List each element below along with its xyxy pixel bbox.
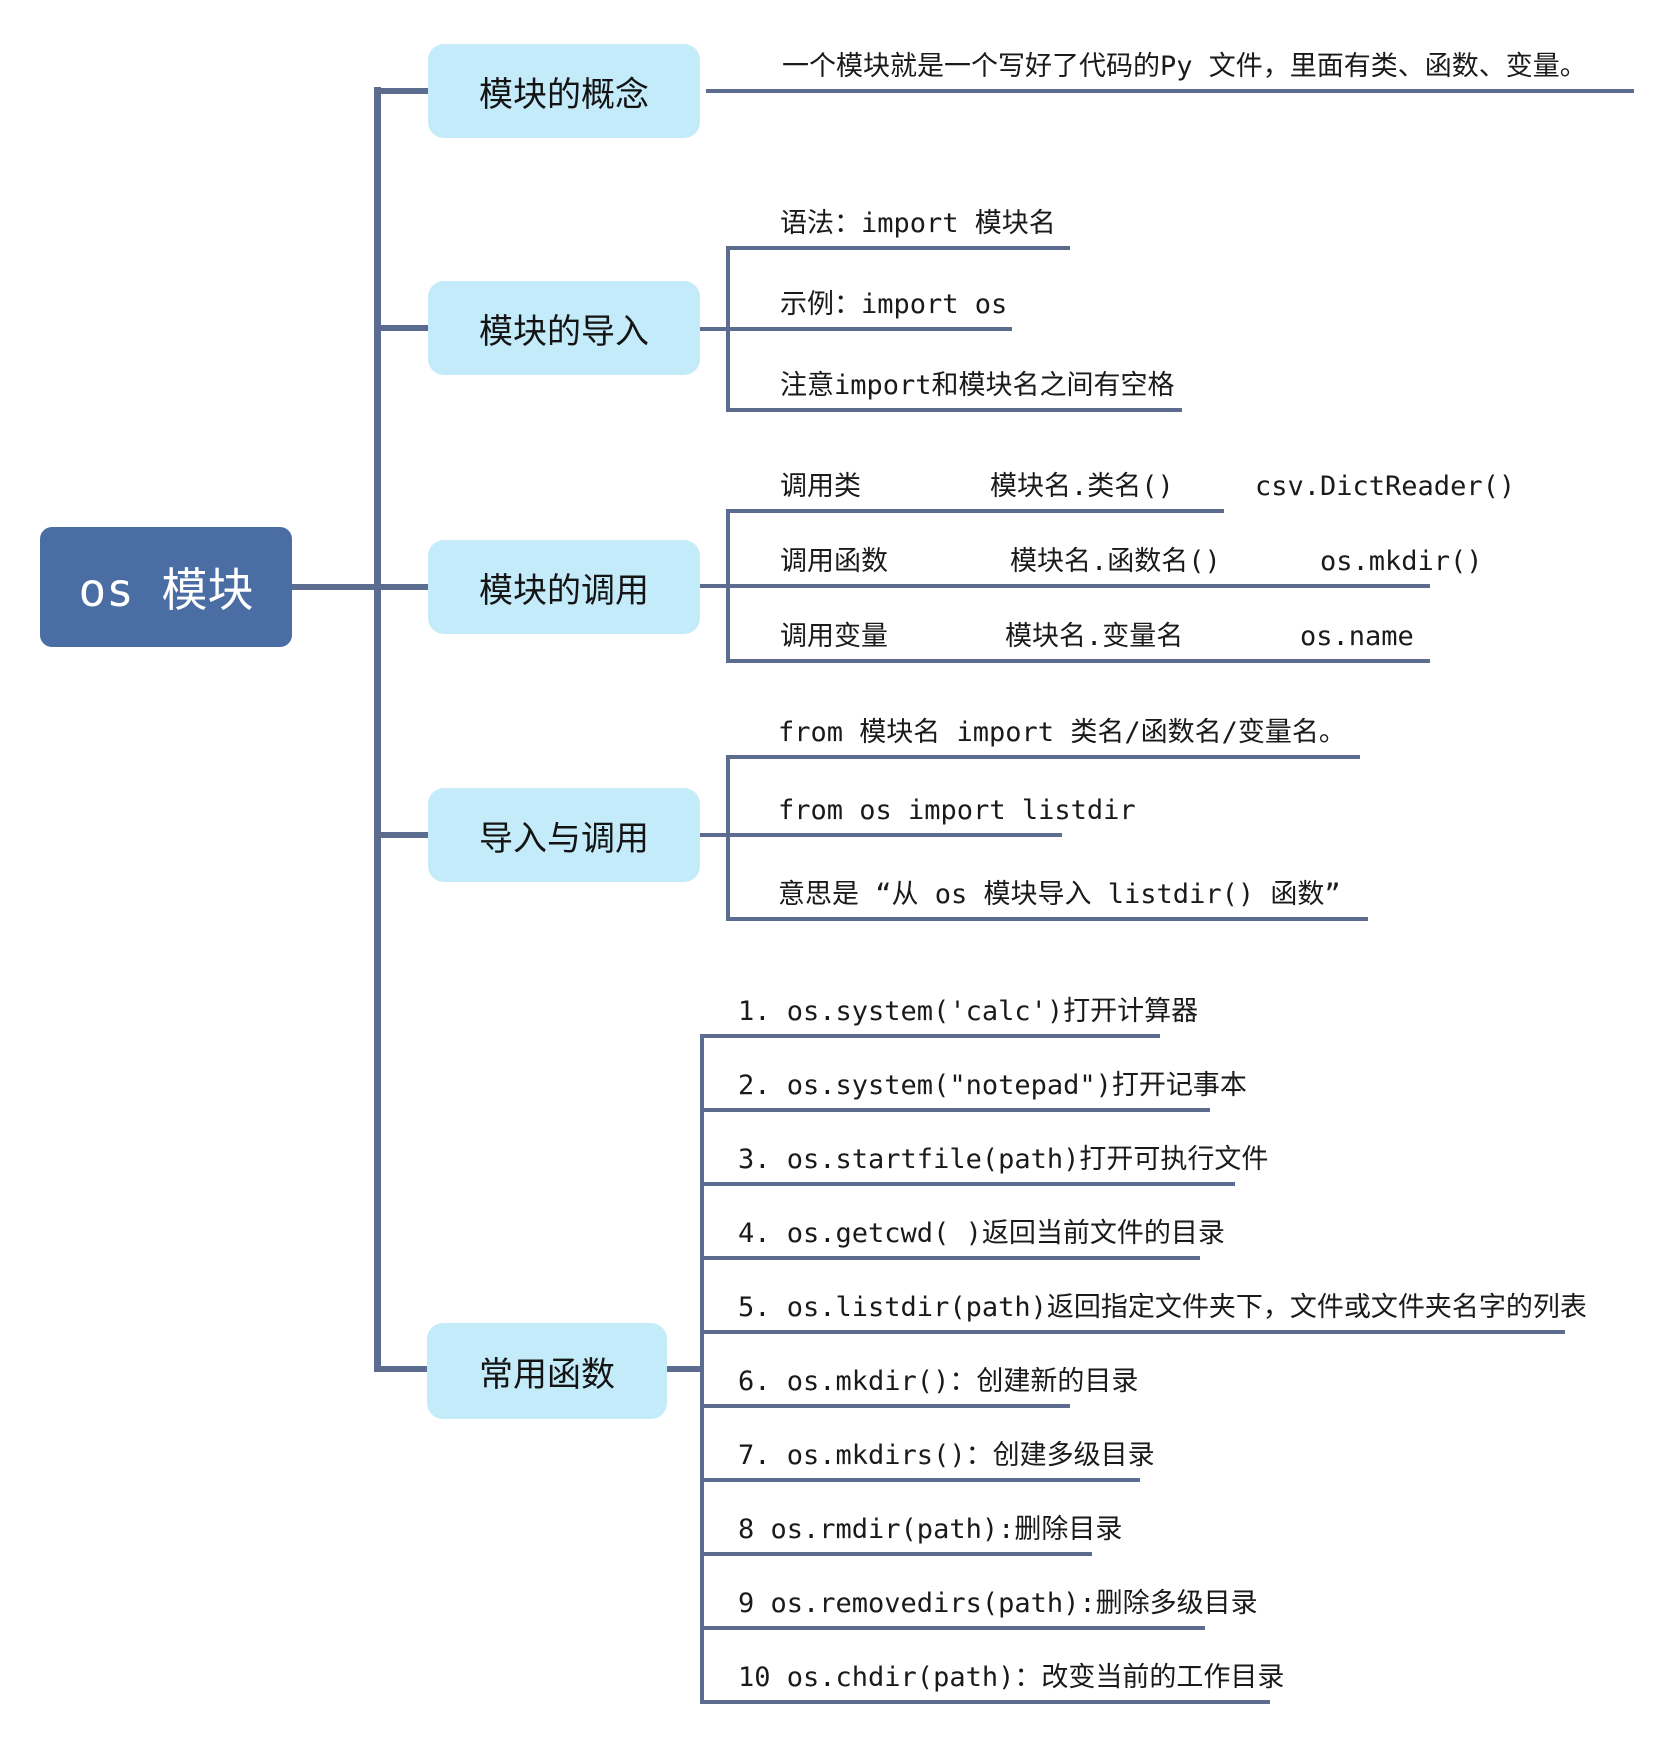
branch-node-common-functions[interactable]: 常用函数 <box>427 1323 667 1419</box>
leaf-func-10[interactable]: 10 os.chdir(path)：改变当前的工作目录 <box>738 1662 1285 1693</box>
leaf-import-note[interactable]: 注意import和模块名之间有空格 <box>780 370 1175 401</box>
spine-line <box>726 755 730 921</box>
spine-line <box>700 1034 704 1704</box>
leaf-func-2[interactable]: 2. os.system("notepad")打开记事本 <box>738 1070 1247 1101</box>
leaf-func-3[interactable]: 3. os.startfile(path)打开可执行文件 <box>738 1144 1269 1175</box>
row-cell-example: csv.DictReader() <box>1255 471 1516 502</box>
underline <box>726 659 1430 663</box>
underline <box>726 408 1182 412</box>
trunk-line <box>374 87 381 1372</box>
underline <box>700 327 1012 331</box>
branch-node-module-import[interactable]: 模块的导入 <box>428 281 700 375</box>
connector-line <box>374 325 428 331</box>
underline <box>700 1626 1205 1630</box>
branch-node-label: 模块的导入 <box>479 313 649 351</box>
underline <box>700 1256 1200 1260</box>
leaf-import-example[interactable]: 示例：import os <box>780 289 1008 320</box>
connector-line <box>374 1366 427 1372</box>
root-node-label: os 模块 <box>78 563 254 617</box>
leaf-import-syntax[interactable]: 语法：import 模块名 <box>780 208 1056 239</box>
leaf-func-8[interactable]: 8 os.rmdir(path):删除目录 <box>738 1514 1123 1545</box>
row-cell-label: 调用函数 <box>780 546 888 577</box>
row-cell-syntax: 模块名.变量名 <box>1005 621 1184 652</box>
underline <box>700 1182 1235 1186</box>
branch-node-label: 导入与调用 <box>479 820 649 858</box>
underline <box>700 833 1062 837</box>
leaf-func-5[interactable]: 5. os.listdir(path)返回指定文件夹下，文件或文件夹名字的列表 <box>738 1292 1587 1323</box>
leaf-from-import-example[interactable]: from os import listdir <box>778 795 1136 826</box>
branch-node-label: 模块的概念 <box>479 76 649 114</box>
underline <box>700 1700 1270 1704</box>
branch-node-module-call[interactable]: 模块的调用 <box>428 540 700 634</box>
branch-node-label: 常用函数 <box>479 1356 615 1394</box>
underline <box>700 1552 1092 1556</box>
row-cell-label: 调用类 <box>780 471 861 502</box>
leaf-from-import-meaning[interactable]: 意思是 “从 os 模块导入 listdir() 函数” <box>778 879 1341 910</box>
underline <box>700 1330 1565 1334</box>
leaf-func-7[interactable]: 7. os.mkdirs()：创建多级目录 <box>738 1440 1155 1471</box>
leaf-func-4[interactable]: 4. os.getcwd( )返回当前文件的目录 <box>738 1218 1225 1249</box>
underline <box>700 584 1430 588</box>
leaf-module-concept-desc[interactable]: 一个模块就是一个写好了代码的Py 文件，里面有类、函数、变量。 <box>782 51 1587 82</box>
underline <box>700 1108 1210 1112</box>
underline <box>706 89 1634 93</box>
leaf-func-1[interactable]: 1. os.system('calc')打开计算器 <box>738 996 1199 1027</box>
row-cell-example: os.name <box>1300 621 1414 652</box>
connector-line <box>667 1366 700 1372</box>
underline <box>726 509 1224 513</box>
row-call-function[interactable]: 调用函数 模块名.函数名() os.mkdir() <box>780 544 1483 580</box>
leaf-func-9[interactable]: 9 os.removedirs(path):删除多级目录 <box>738 1588 1258 1619</box>
row-cell-syntax: 模块名.类名() <box>990 471 1174 502</box>
row-call-class[interactable]: 调用类 模块名.类名() csv.DictReader() <box>780 469 1515 505</box>
underline <box>700 1478 1140 1482</box>
branch-node-import-and-call[interactable]: 导入与调用 <box>428 788 700 882</box>
row-call-variable[interactable]: 调用变量 模块名.变量名 os.name <box>780 619 1414 655</box>
underline <box>700 1404 1070 1408</box>
underline <box>726 246 1070 250</box>
connector-line <box>292 584 428 590</box>
root-node-os-module[interactable]: os 模块 <box>40 527 292 647</box>
branch-node-module-concept[interactable]: 模块的概念 <box>428 44 700 138</box>
connector-line <box>374 832 428 838</box>
row-cell-syntax: 模块名.函数名() <box>1010 546 1221 577</box>
connector-line <box>374 88 428 94</box>
leaf-func-6[interactable]: 6. os.mkdir()：创建新的目录 <box>738 1366 1139 1397</box>
underline <box>726 917 1368 921</box>
branch-node-label: 模块的调用 <box>479 572 649 610</box>
row-cell-label: 调用变量 <box>780 621 888 652</box>
leaf-from-import-syntax[interactable]: from 模块名 import 类名/函数名/变量名。 <box>778 717 1346 748</box>
row-cell-example: os.mkdir() <box>1320 546 1483 577</box>
underline <box>700 1034 1160 1038</box>
underline <box>726 755 1360 759</box>
